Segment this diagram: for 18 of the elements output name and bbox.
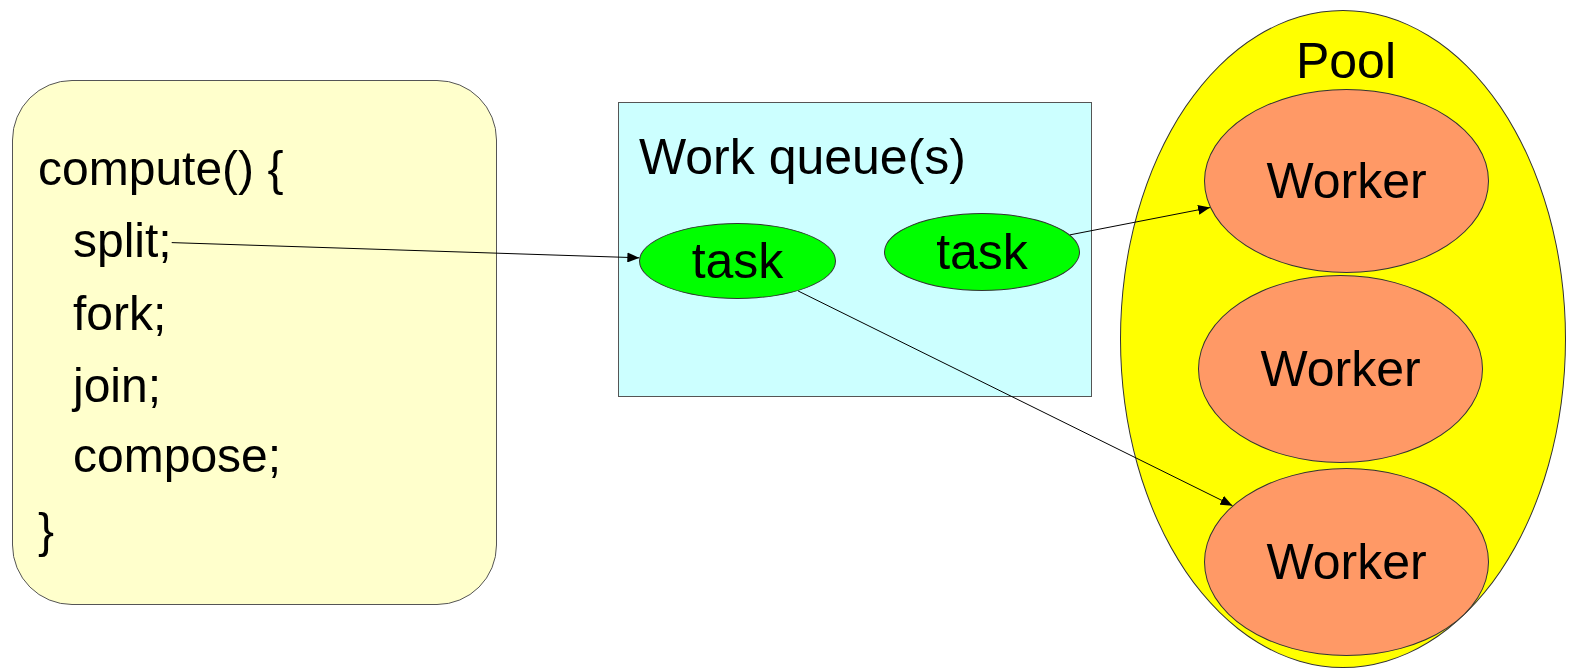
worker-label: Worker: [1266, 153, 1427, 209]
code-box: [12, 80, 497, 605]
task-label: task: [691, 233, 784, 289]
arrow: [171, 242, 640, 263]
code-line: compute() {: [38, 139, 284, 199]
arrow: [1069, 204, 1211, 236]
worker-label: Worker: [1266, 534, 1427, 590]
code-line: split;: [73, 211, 172, 271]
code-line: compose;: [73, 426, 282, 486]
worker-label: Worker: [1260, 341, 1421, 397]
code-line: fork;: [73, 284, 167, 344]
code-line: }: [38, 501, 55, 561]
pool-label: Pool: [1294, 33, 1398, 89]
queue-box: [618, 102, 1092, 397]
arrow: [797, 290, 1233, 507]
code-line: join;: [73, 356, 162, 416]
task-label: task: [936, 224, 1028, 280]
queue-title: Work queue(s): [639, 128, 966, 187]
